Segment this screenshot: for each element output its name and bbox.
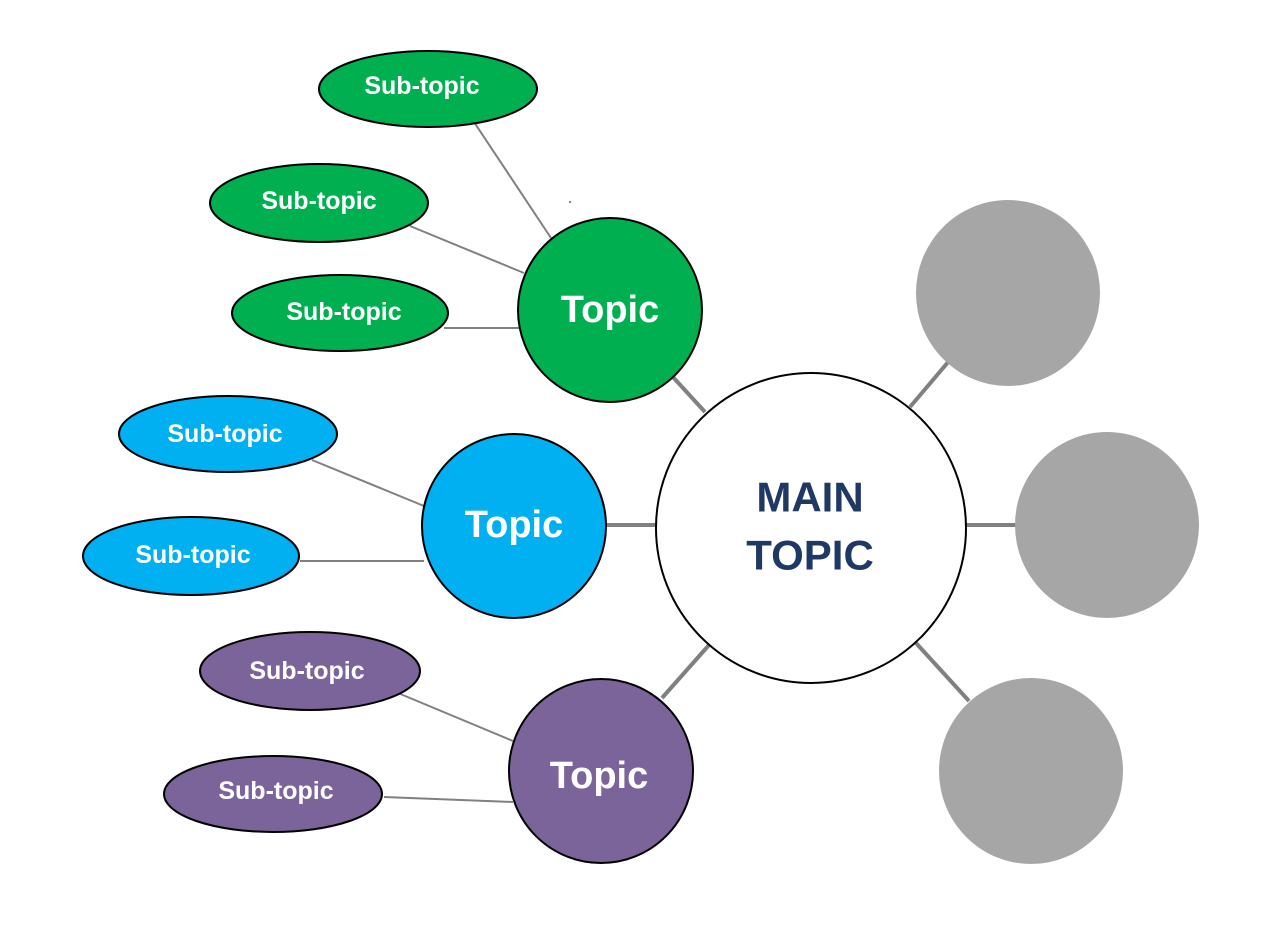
main-topic-label-line2: TOPIC: [746, 532, 874, 579]
subtopic-node-blue-2[interactable]: Sub-topic: [82, 516, 300, 596]
topic-circle-blue: [421, 433, 607, 619]
subtopic-label: Sub-topic: [286, 298, 401, 326]
placeholder-node-middle[interactable]: [1015, 432, 1199, 618]
topic-label-purple: Topic: [550, 755, 649, 797]
topic-label-green: Topic: [561, 289, 660, 331]
sub-connectors: [300, 121, 552, 803]
placeholder-node-bottom[interactable]: [939, 678, 1123, 864]
main-topic-circle: [655, 372, 967, 684]
subtopic-node-blue-1[interactable]: Sub-topic: [118, 395, 338, 473]
subtopic-node-purple-1[interactable]: Sub-topic: [199, 631, 421, 711]
subtopic-ellipse: [209, 163, 429, 243]
topic-node-purple[interactable]: Topic: [508, 678, 694, 864]
connector-main-topic-green: [670, 374, 707, 414]
subtopic-ellipse: [231, 274, 449, 352]
placeholder-circle: [916, 200, 1100, 386]
subtopic-ellipse: [318, 50, 538, 128]
connector-purple-sub-2: [383, 796, 514, 803]
placeholder-circle: [1015, 432, 1199, 618]
connector-green-sub-1: [473, 121, 552, 239]
subtopic-label: Sub-topic: [364, 72, 479, 100]
subtopic-label: Sub-topic: [249, 657, 364, 685]
subtopic-node-green-2[interactable]: Sub-topic: [209, 163, 429, 243]
main-connectors: [606, 359, 1016, 703]
subtopic-label: Sub-topic: [218, 777, 333, 805]
subtopic-ellipse: [118, 395, 338, 473]
subtopic-node-green-1[interactable]: Sub-topic: [318, 50, 538, 128]
subtopic-label: Sub-topic: [167, 420, 282, 448]
main-topic-node[interactable]: MAIN TOPIC: [655, 372, 967, 684]
subtopic-ellipse: [199, 631, 421, 711]
connector-blue-sub-1: [311, 459, 425, 507]
connector-purple-sub-1: [397, 692, 514, 742]
placeholder-circle: [939, 678, 1123, 864]
subtopic-ellipse: [82, 516, 300, 596]
subtopic-node-green-3[interactable]: Sub-topic: [231, 274, 449, 352]
connector-main-placeholder-bottom: [914, 641, 971, 703]
subtopic-ellipse: [163, 755, 383, 833]
subtopic-node-purple-2[interactable]: Sub-topic: [163, 755, 383, 833]
subtopic-label: Sub-topic: [261, 187, 376, 215]
main-topic-label-line1: MAIN: [756, 474, 863, 521]
connector-main-placeholder-top: [908, 359, 951, 409]
topic-node-green[interactable]: Topic: [517, 217, 703, 403]
stray-dot: [568, 200, 572, 204]
topic-circle-green: [517, 217, 703, 403]
placeholder-node-top[interactable]: [916, 200, 1100, 386]
connector-main-topic-purple: [660, 643, 711, 700]
topic-circle-purple: [508, 678, 694, 864]
topic-node-blue[interactable]: Topic: [421, 433, 607, 619]
connector-green-sub-2: [409, 225, 525, 274]
topic-label-blue: Topic: [465, 504, 564, 546]
subtopic-label: Sub-topic: [135, 541, 250, 569]
